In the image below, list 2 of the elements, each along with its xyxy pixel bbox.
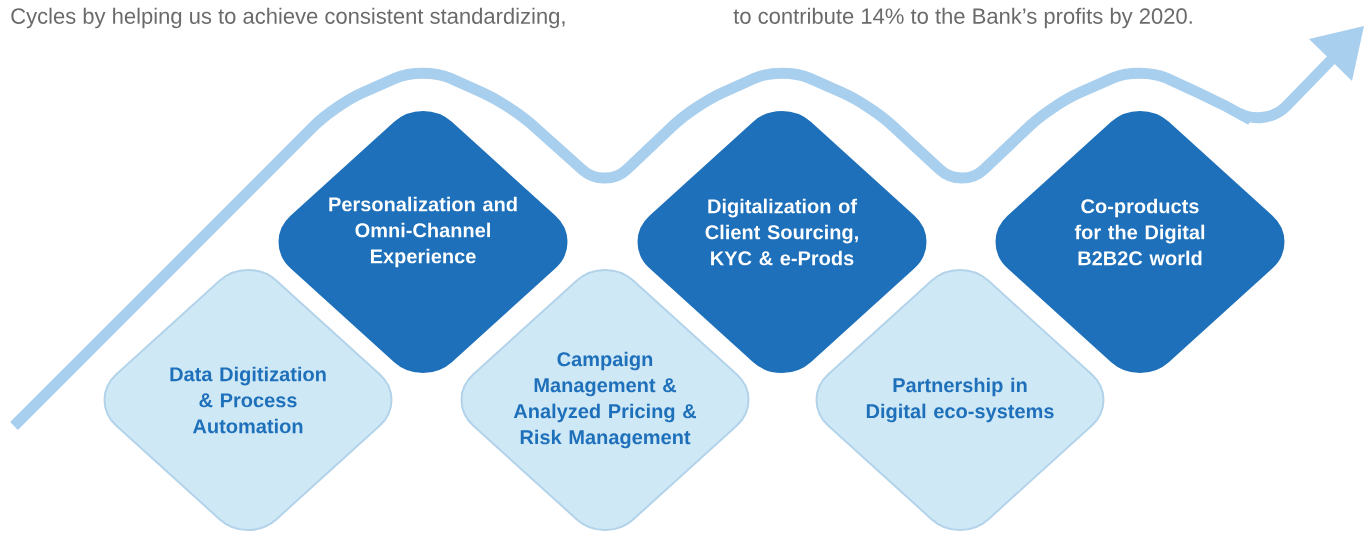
- text-line: Cycles by helping us to achieve consistent standardizing,: [11, 7, 565, 29]
- text-line: to contribute 14% to the Bank’s profits by 2020.: [733, 7, 1192, 29]
